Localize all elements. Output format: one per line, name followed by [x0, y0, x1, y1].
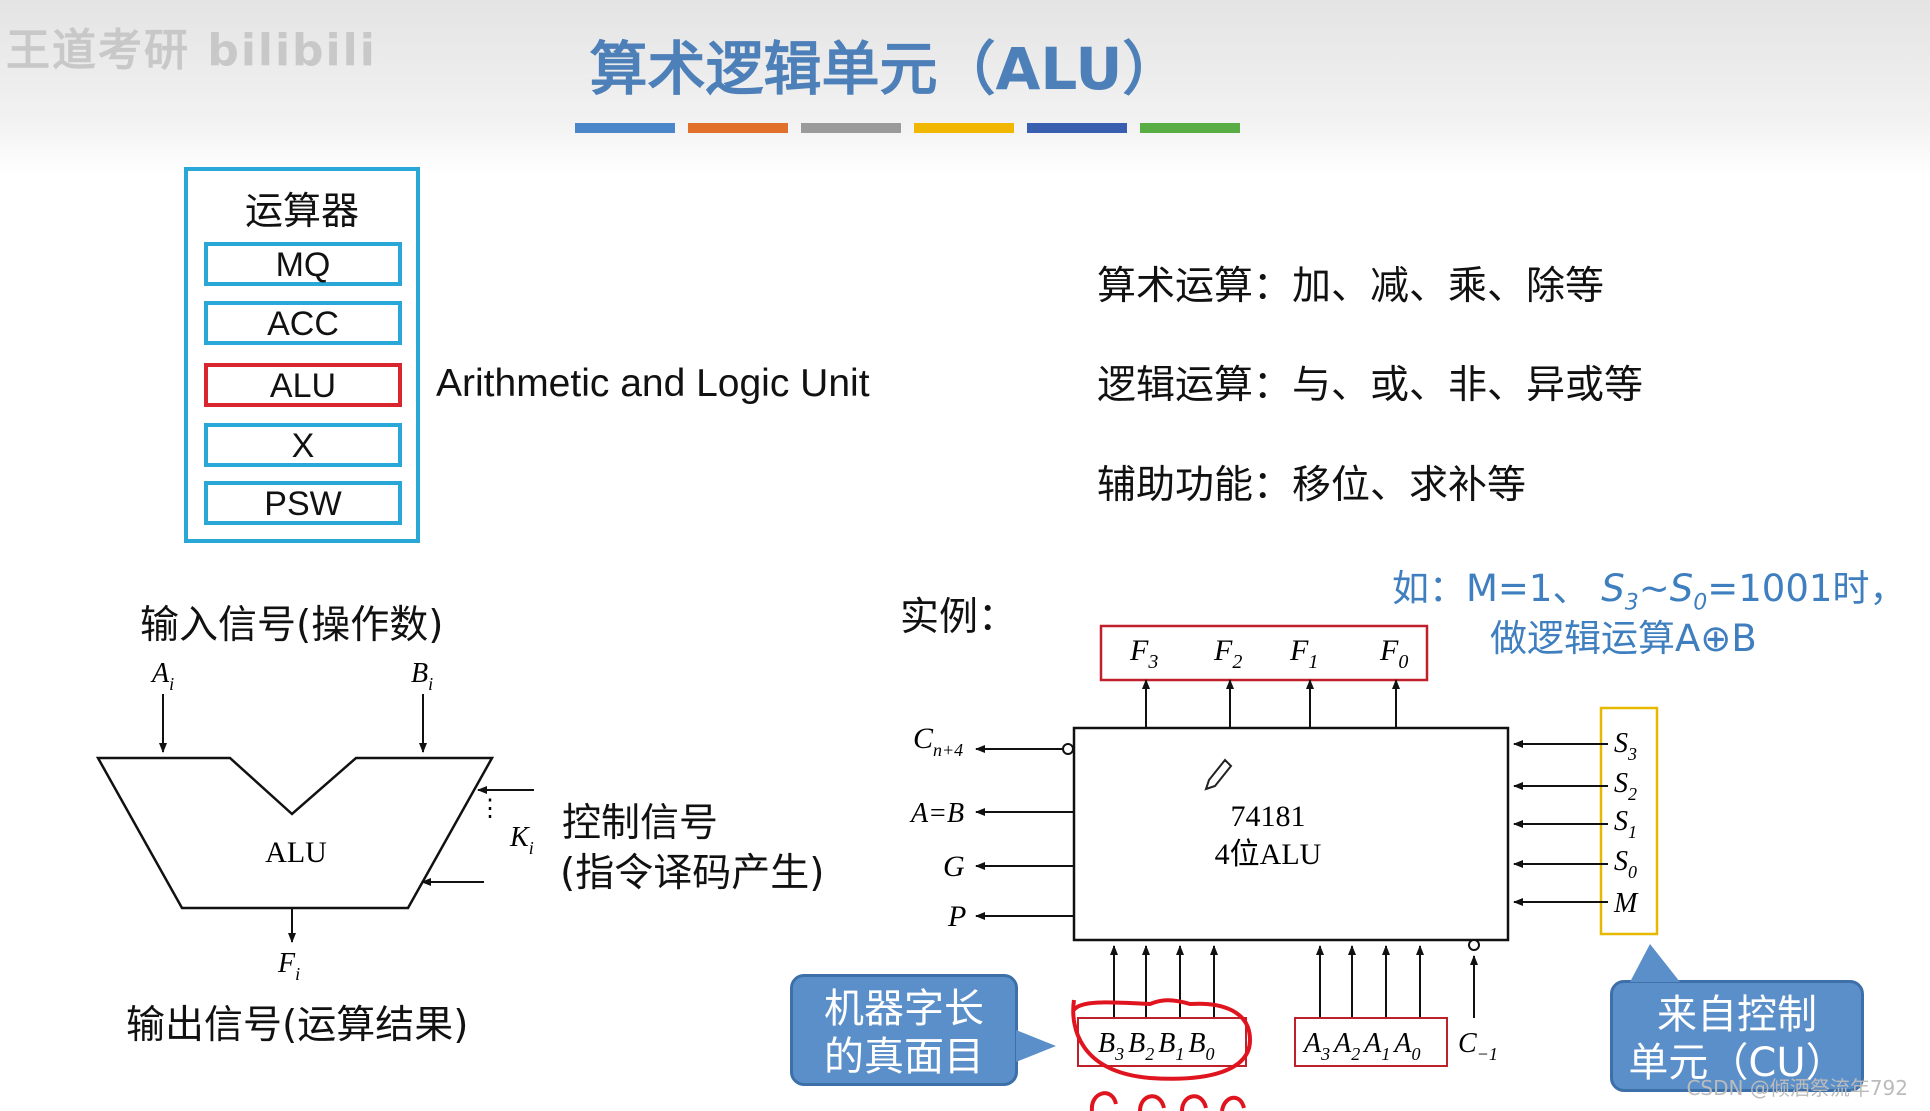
carry-in-label: C−1	[1458, 1028, 1498, 1064]
s1-label: S1	[1614, 806, 1637, 842]
color-stripe-navy	[1027, 123, 1127, 133]
note-tilde: ~	[1638, 567, 1670, 610]
word-length-callout-line1: 机器字长	[824, 986, 984, 1032]
p-label: P	[947, 900, 966, 933]
control-signal-label: 控制信号	[562, 801, 719, 846]
register-acc: ACC	[204, 301, 402, 345]
slide-title: 算术逻辑单元（ALU）	[589, 35, 1181, 103]
register-alu: ALU	[204, 363, 402, 407]
pencil-icon	[1204, 758, 1233, 791]
handdrawn-circle-annotation	[1071, 998, 1253, 1081]
example-label: 实例：	[900, 595, 1018, 640]
note-suffix: =1001时，	[1707, 567, 1907, 610]
handdrawn-loops-annotation	[1089, 1091, 1246, 1111]
cu-callout-line2: 单元（CU）	[1628, 1040, 1846, 1086]
output-signal-label: 输出信号(运算结果)	[126, 1003, 469, 1048]
s2-label: S2	[1614, 768, 1637, 804]
f0-label: F0	[1379, 634, 1408, 673]
output-f-label: Fi	[277, 948, 300, 984]
control-input-highlight-box	[1599, 706, 1659, 936]
register-x: X	[204, 423, 402, 467]
operator-unit-title: 运算器	[244, 189, 359, 233]
watermark-logo: 王道考研 bilibili	[6, 25, 377, 76]
header-background	[0, 0, 1930, 175]
note-s0: S0	[1669, 567, 1708, 616]
input-b-label: Bi	[411, 658, 433, 694]
s0-label: S0	[1614, 846, 1637, 882]
a-equals-b-label: A=B	[909, 798, 964, 829]
word-length-callout: 机器字长 的真面目	[790, 974, 1018, 1086]
carry-in-bubble	[1468, 939, 1480, 951]
b-inputs-box	[1077, 1017, 1247, 1067]
register-mq: MQ	[204, 242, 402, 286]
chip-model-label: 74181	[1231, 800, 1306, 833]
color-stripe-blue	[575, 123, 675, 133]
f2-label: F2	[1213, 634, 1242, 673]
word-length-callout-line2: 的真面目	[824, 1034, 984, 1080]
alu-trapezoid-shape	[95, 756, 495, 910]
example-note-line2: 做逻辑运算A⊕B	[1490, 617, 1757, 660]
note-s3: S3	[1601, 567, 1639, 616]
operator-unit-box	[184, 167, 420, 543]
carry-out-label: Cn+4	[913, 722, 963, 760]
cu-callout-pointer	[1630, 944, 1680, 982]
control-signal-source: (指令译码产生)	[560, 851, 825, 896]
control-dots: ⋮	[478, 796, 502, 822]
carry-out-bubble	[1062, 743, 1074, 755]
cu-callout-line1: 来自控制	[1657, 992, 1817, 1038]
alu-full-name: Arithmetic and Logic Unit	[436, 362, 870, 405]
color-stripe-yellow	[914, 123, 1014, 133]
logic-operations: 逻辑运算：与、或、非、异或等	[1097, 363, 1644, 408]
g-label: G	[943, 850, 965, 883]
word-length-callout-pointer	[1016, 1030, 1056, 1062]
cu-callout: 来自控制 单元（CU）	[1610, 980, 1864, 1092]
a-inputs-box	[1294, 1017, 1448, 1067]
input-signal-label: 输入信号(操作数)	[140, 603, 444, 648]
control-k-label: Ki	[509, 822, 534, 858]
chip-description-label: 4位ALU	[1215, 838, 1322, 871]
alu-74181-chip	[1072, 726, 1510, 942]
s3-label: S3	[1614, 728, 1637, 764]
arithmetic-operations: 算术运算：加、减、乘、除等	[1097, 264, 1605, 309]
color-stripe-orange	[688, 123, 788, 133]
color-stripe-gray	[801, 123, 901, 133]
f3-label: F3	[1129, 634, 1158, 673]
f1-label: F1	[1289, 634, 1318, 673]
alu-shape-label: ALU	[265, 836, 327, 869]
m-label: M	[1613, 888, 1639, 919]
example-note-line1: 如：M=1、 S3~S0=1001时，	[1392, 558, 1906, 615]
note-prefix: 如：M=1、	[1392, 567, 1602, 610]
input-a-label: Ai	[150, 658, 174, 694]
auxiliary-functions: 辅助功能：移位、求补等	[1097, 463, 1527, 508]
output-f-highlight-box	[1099, 624, 1429, 682]
color-stripe-green	[1140, 123, 1240, 133]
csdn-watermark: CSDN @倾酒祭流年792	[1686, 1076, 1908, 1100]
register-psw: PSW	[204, 481, 402, 525]
